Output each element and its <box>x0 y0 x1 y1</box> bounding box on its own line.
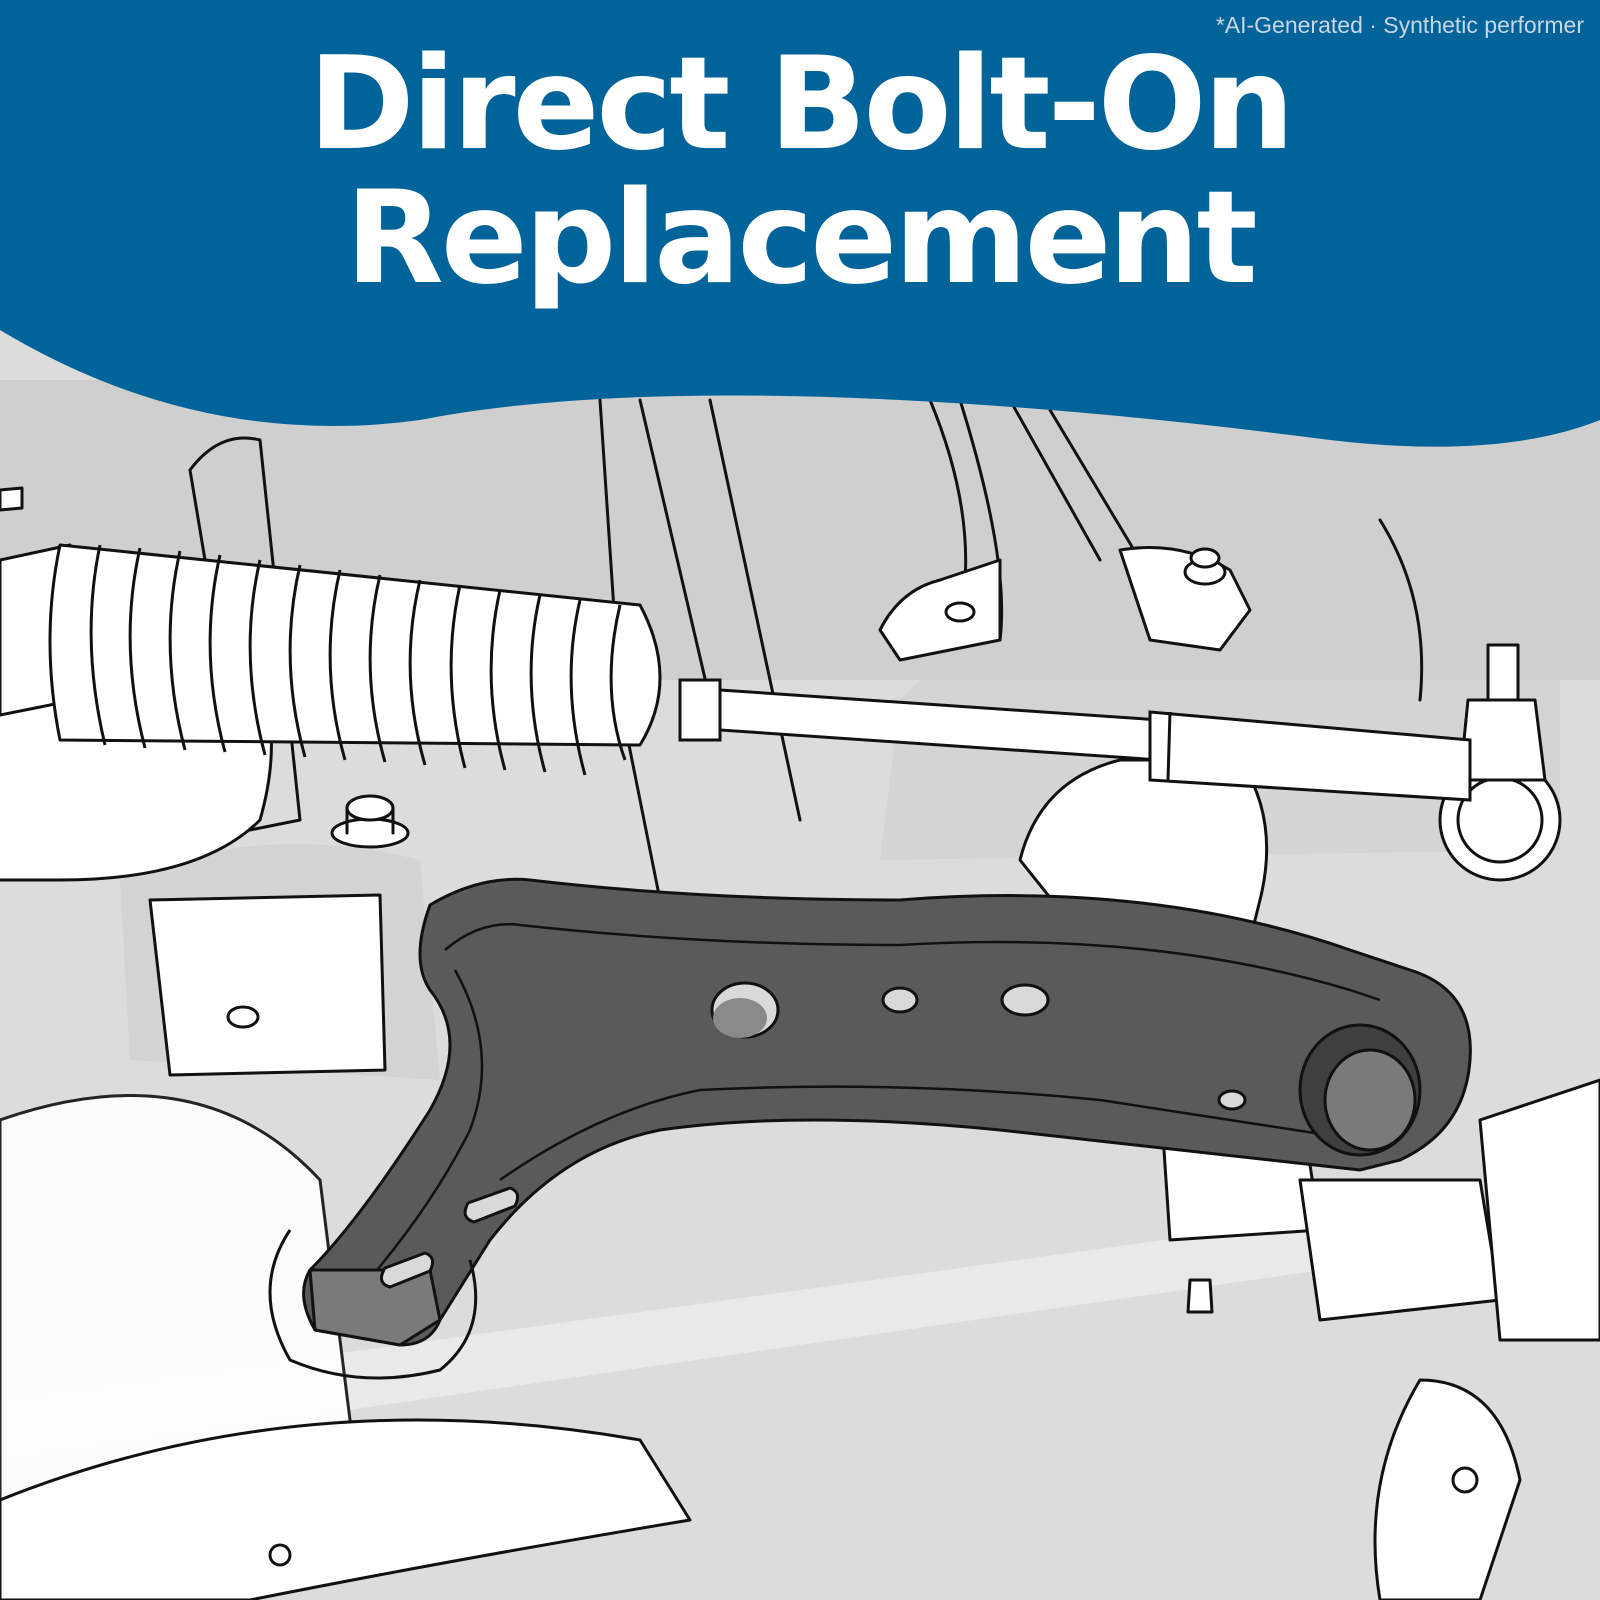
steering-rack-boot <box>0 486 662 776</box>
header-banner <box>0 0 1600 447</box>
ai-disclaimer: *AI-Generated · Synthetic performer <box>1215 12 1584 38</box>
headline-line-1: Direct Bolt-On <box>308 30 1294 179</box>
lower-control-arm <box>268 877 1472 1380</box>
tie-rod <box>678 678 1472 802</box>
headline: Direct Bolt-On Replacement <box>0 38 1600 306</box>
headline-line-2: Replacement <box>345 164 1257 313</box>
